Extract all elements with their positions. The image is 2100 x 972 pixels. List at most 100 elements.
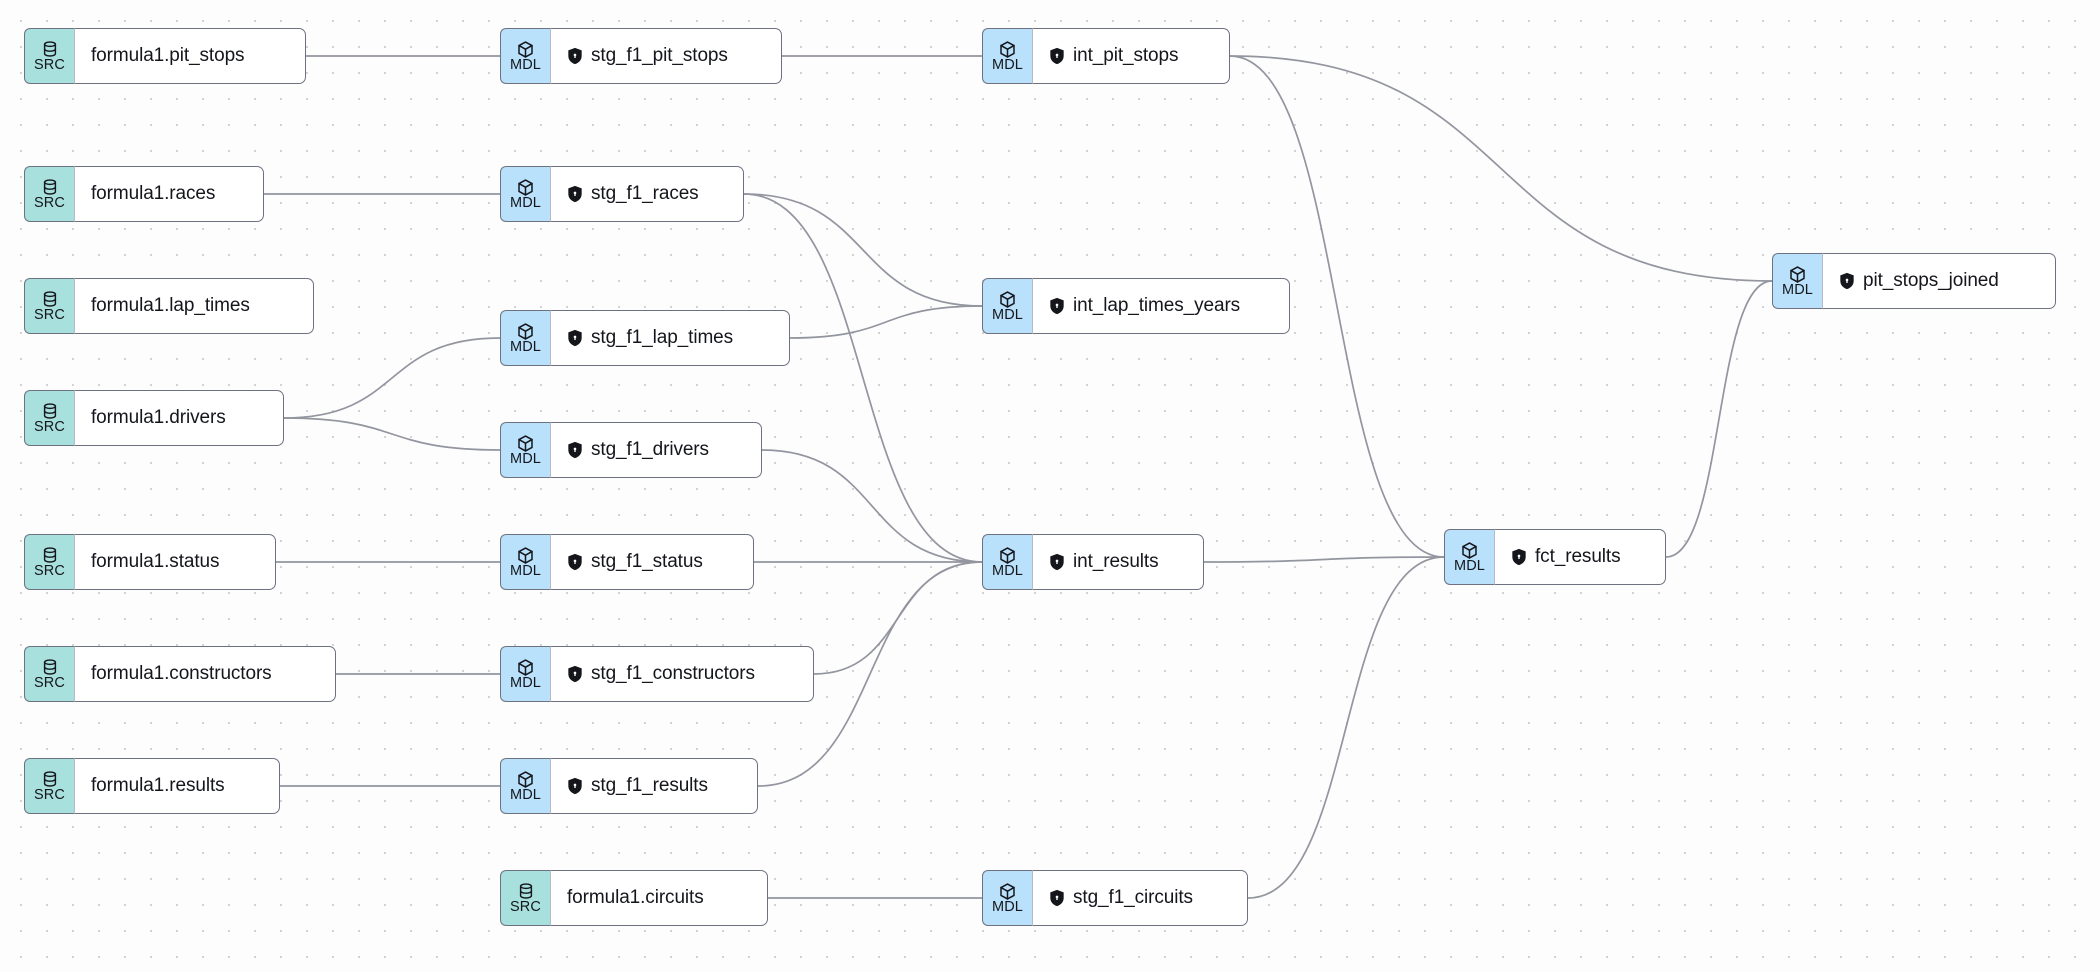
badge-label: MDL	[510, 194, 541, 211]
shield-icon	[1049, 553, 1065, 571]
node-body[interactable]: stg_f1_drivers	[550, 422, 762, 478]
graph-node-src_results[interactable]: SRC formula1.results	[24, 758, 280, 814]
node-label: formula1.lap_times	[91, 295, 250, 316]
graph-node-src_pit_stops[interactable]: SRC formula1.pit_stops	[24, 28, 306, 84]
node-label: formula1.results	[91, 775, 225, 796]
shield-icon	[567, 553, 583, 571]
cube-icon	[516, 658, 535, 676]
node-label: int_pit_stops	[1073, 45, 1179, 66]
badge-label: MDL	[992, 56, 1023, 73]
graph-node-stg_constructors[interactable]: MDL stg_f1_constructors	[500, 646, 814, 702]
graph-node-stg_lap_times[interactable]: MDL stg_f1_lap_times	[500, 310, 790, 366]
source-badge: SRC	[24, 646, 74, 702]
graph-node-fct_results[interactable]: MDL fct_results	[1444, 529, 1666, 585]
graph-edge-int_pit_stops-to-pit_stops_joined	[1229, 55, 1773, 282]
shield-icon	[1839, 272, 1855, 290]
node-label: stg_f1_drivers	[591, 439, 709, 460]
cube-icon	[998, 546, 1017, 564]
graph-edge-int_results-to-fct_results	[1203, 556, 1445, 563]
database-cylinder-icon	[41, 770, 59, 787]
model-badge: MDL	[500, 534, 550, 590]
node-body[interactable]: stg_f1_races	[550, 166, 744, 222]
node-label: formula1.pit_stops	[91, 45, 245, 66]
source-badge: SRC	[24, 534, 74, 590]
graph-node-stg_circuits[interactable]: MDL stg_f1_circuits	[982, 870, 1248, 926]
node-body[interactable]: int_pit_stops	[1032, 28, 1230, 84]
node-body[interactable]: formula1.races	[74, 166, 264, 222]
node-body[interactable]: int_results	[1032, 534, 1204, 590]
node-body[interactable]: stg_f1_circuits	[1032, 870, 1248, 926]
badge-label: SRC	[34, 562, 65, 579]
node-body[interactable]: int_lap_times_years	[1032, 278, 1290, 334]
graph-node-stg_results[interactable]: MDL stg_f1_results	[500, 758, 758, 814]
shield-icon	[567, 665, 583, 683]
shield-icon	[1049, 297, 1065, 315]
graph-node-src_races[interactable]: SRC formula1.races	[24, 166, 264, 222]
model-badge: MDL	[982, 534, 1032, 590]
node-label: formula1.status	[91, 551, 220, 572]
source-badge: SRC	[24, 758, 74, 814]
node-body[interactable]: formula1.drivers	[74, 390, 284, 446]
model-badge: MDL	[500, 166, 550, 222]
model-badge: MDL	[500, 422, 550, 478]
node-body[interactable]: formula1.status	[74, 534, 276, 590]
node-label: formula1.circuits	[567, 887, 704, 908]
cube-icon	[516, 322, 535, 340]
node-body[interactable]: stg_f1_status	[550, 534, 754, 590]
graph-node-int_lap_times_years[interactable]: MDL int_lap_times_years	[982, 278, 1290, 334]
node-label: formula1.races	[91, 183, 216, 204]
graph-edge-stg_lap_times-to-int_lap_times_years	[789, 305, 983, 339]
node-body[interactable]: stg_f1_constructors	[550, 646, 814, 702]
node-body[interactable]: stg_f1_pit_stops	[550, 28, 782, 84]
graph-edge-fct_results-to-pit_stops_joined	[1665, 280, 1773, 558]
node-body[interactable]: formula1.lap_times	[74, 278, 314, 334]
node-body[interactable]: formula1.results	[74, 758, 280, 814]
badge-label: SRC	[34, 56, 65, 73]
node-label: formula1.drivers	[91, 407, 226, 428]
shield-icon	[1049, 889, 1065, 907]
badge-label: SRC	[510, 898, 541, 915]
graph-node-pit_stops_joined[interactable]: MDL pit_stops_joined	[1772, 253, 2056, 309]
node-label: stg_f1_status	[591, 551, 703, 572]
graph-node-src_circuits[interactable]: SRC formula1.circuits	[500, 870, 768, 926]
shield-icon	[1511, 548, 1527, 566]
graph-node-src_status[interactable]: SRC formula1.status	[24, 534, 276, 590]
node-label: stg_f1_lap_times	[591, 327, 734, 348]
cube-icon	[516, 770, 535, 788]
badge-label: MDL	[510, 674, 541, 691]
node-body[interactable]: pit_stops_joined	[1822, 253, 2056, 309]
node-body[interactable]: formula1.circuits	[550, 870, 768, 926]
node-body[interactable]: stg_f1_results	[550, 758, 758, 814]
graph-node-stg_drivers[interactable]: MDL stg_f1_drivers	[500, 422, 762, 478]
graph-node-stg_status[interactable]: MDL stg_f1_status	[500, 534, 754, 590]
cube-icon	[516, 178, 535, 196]
model-badge: MDL	[1772, 253, 1822, 309]
node-body[interactable]: formula1.constructors	[74, 646, 336, 702]
badge-label: MDL	[1454, 557, 1485, 574]
source-badge: SRC	[24, 166, 74, 222]
database-cylinder-icon	[41, 546, 59, 563]
model-badge: MDL	[982, 278, 1032, 334]
graph-node-int_pit_stops[interactable]: MDL int_pit_stops	[982, 28, 1230, 84]
node-body[interactable]: stg_f1_lap_times	[550, 310, 790, 366]
database-cylinder-icon	[41, 290, 59, 307]
node-body[interactable]: formula1.pit_stops	[74, 28, 306, 84]
model-badge: MDL	[982, 28, 1032, 84]
cube-icon	[998, 290, 1017, 308]
graph-node-stg_races[interactable]: MDL stg_f1_races	[500, 166, 744, 222]
model-badge: MDL	[500, 758, 550, 814]
cube-icon	[998, 882, 1017, 900]
graph-node-stg_pit_stops[interactable]: MDL stg_f1_pit_stops	[500, 28, 782, 84]
graph-node-int_results[interactable]: MDL int_results	[982, 534, 1204, 590]
graph-edge-stg_constructors-to-int_results	[813, 561, 983, 675]
database-cylinder-icon	[517, 882, 535, 899]
node-label: stg_f1_results	[591, 775, 708, 796]
cube-icon	[516, 40, 535, 58]
badge-label: MDL	[510, 56, 541, 73]
node-body[interactable]: fct_results	[1494, 529, 1666, 585]
